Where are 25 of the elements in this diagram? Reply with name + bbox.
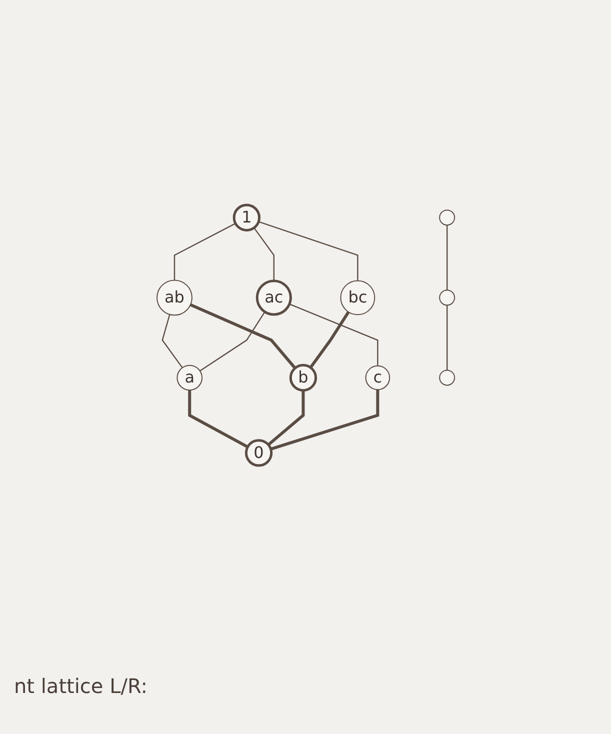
node-circle: a xyxy=(176,364,202,390)
node-circle: 1 xyxy=(232,204,260,232)
connector xyxy=(270,389,379,450)
node-circle: 0 xyxy=(244,438,272,466)
connector xyxy=(174,222,236,280)
node-circle: c xyxy=(364,365,390,390)
note-text: nt lattice L/R: xyxy=(13,673,148,700)
connector xyxy=(446,304,448,370)
connector xyxy=(190,303,296,369)
connector xyxy=(161,314,183,368)
connector xyxy=(309,310,350,368)
connector xyxy=(267,390,304,446)
node-circle xyxy=(438,369,455,386)
node-circle: b xyxy=(289,364,317,392)
node-circle xyxy=(438,209,455,226)
node-circle: ac xyxy=(256,279,292,316)
connector xyxy=(199,311,266,372)
node-circle: ab xyxy=(156,279,192,316)
connector xyxy=(288,303,378,366)
node-circle: bc xyxy=(340,280,375,315)
connector xyxy=(253,227,274,281)
node-circle xyxy=(438,289,455,306)
connector xyxy=(188,390,248,448)
connector xyxy=(258,220,358,280)
connector xyxy=(446,224,448,290)
